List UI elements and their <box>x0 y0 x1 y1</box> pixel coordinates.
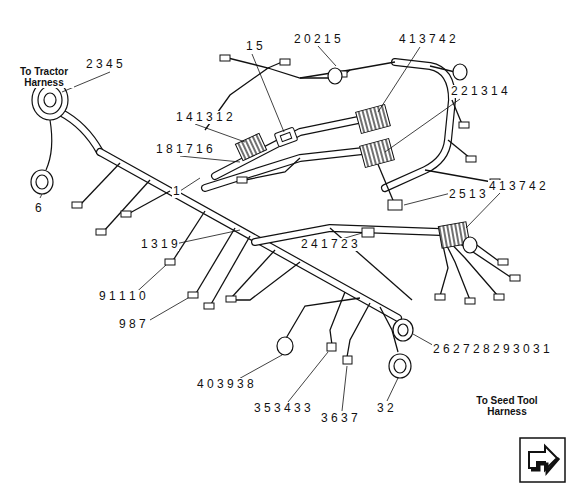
callout-number: 1 <box>172 185 181 198</box>
callout-number: 1 3 1 9 <box>140 238 179 251</box>
callout-number: 3 5 3 4 3 3 <box>253 402 312 415</box>
leader-line <box>40 46 500 411</box>
callout-number: 1 4 1 3 1 2 <box>175 111 234 124</box>
callout-number: 4 1 3 7 4 2 <box>398 33 457 46</box>
callout-number: 4 0 3 9 3 8 <box>196 378 255 391</box>
wire <box>80 58 512 357</box>
connector-block <box>235 104 469 248</box>
callout-number: 6 <box>34 202 43 215</box>
harness-tube <box>60 62 452 318</box>
round-connector <box>31 64 477 378</box>
callout-number: 2 2 1 3 1 4 <box>450 85 509 98</box>
callout-number: 2 6 2 7 2 8 2 9 3 0 3 1 <box>432 343 551 356</box>
callout-number: 3 6 3 7 <box>320 412 359 425</box>
callout-number: 3 2 <box>376 402 395 415</box>
callout-number: 1 5 <box>245 40 264 53</box>
callout-number: 2 4 1 7 2 3 <box>300 238 359 251</box>
callout-number: 9 8 7 <box>118 318 147 331</box>
nav-icon <box>520 438 565 482</box>
terminal-plug <box>72 55 520 364</box>
callout-number: 2 3 4 5 <box>85 58 124 71</box>
callout-number: 1 8 1 7 1 6 <box>155 143 214 156</box>
callout-number: 9 1 1 1 0 <box>98 290 147 303</box>
harness-note: To Tractor Harness <box>14 66 74 88</box>
callout-number: 2 0 2 1 5 <box>293 33 342 46</box>
callout-number: 4 1 3 7 4 2 <box>488 180 547 193</box>
callout-number: 2 5 1 3 <box>448 188 487 201</box>
harness-note: To Seed Tool Harness <box>463 395 551 417</box>
